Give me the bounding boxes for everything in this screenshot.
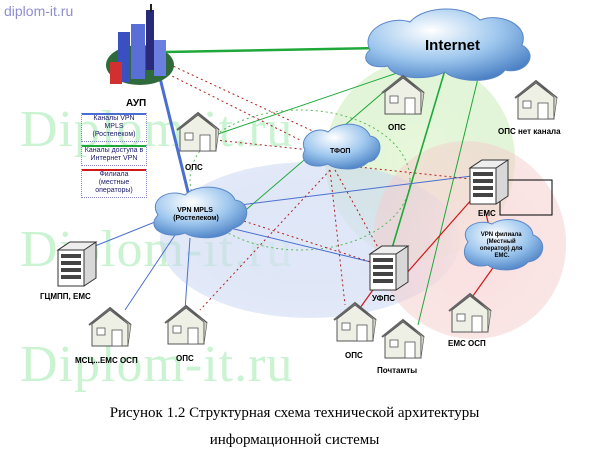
ops-bottom-center-label: ОПС — [345, 351, 363, 360]
watermark-text: Diplom-it.ru — [20, 101, 294, 158]
watermark-site: diplom-it.ru — [4, 3, 74, 19]
ops-left-label: ОПС — [185, 163, 203, 172]
ops-bottom-left-house-icon — [164, 305, 208, 345]
vpn-branch-cloud-icon — [463, 219, 543, 271]
ems-server-icon — [469, 159, 509, 205]
legend-item: Филиала (местные операторы) — [81, 169, 147, 198]
legend-label: Филиала (местные операторы) — [95, 171, 133, 194]
msc-ems-osp-label: МСЦ...ЕМС ОСП — [75, 356, 138, 365]
ems-osp-label: ЕМС ОСП — [448, 339, 486, 348]
ems-label: ЕМС — [478, 209, 496, 218]
caption-line-1: Рисунок 1.2 Структурная схема техническо… — [109, 405, 480, 421]
ops-no-channel-label: ОПС нет канала — [498, 127, 561, 136]
legend-label: Каналы доступа в Интернет VPN — [84, 147, 144, 162]
legend-item: Каналы доступа в Интернет VPN — [81, 145, 147, 166]
aup-label: АУП — [126, 98, 146, 109]
ufps-label: УФПС — [372, 294, 395, 303]
legend-swatch — [82, 113, 146, 115]
caption-line-2: информационной системы — [209, 432, 380, 448]
vpn-mpls-cloud-icon — [153, 186, 248, 239]
aup-building-icon — [106, 4, 174, 85]
tfop-cloud-icon — [302, 123, 381, 170]
legend-item: Каналы VPN MPLS (Ростелеком) — [81, 113, 147, 142]
post-office-label: Почтамты — [377, 366, 417, 375]
ops-no-channel-house-icon — [514, 80, 558, 120]
legend-swatch — [82, 145, 146, 147]
internet-label: Internet — [425, 37, 480, 54]
vpn-mpls-label: VPN MPLS (Ростелеком) — [173, 207, 219, 222]
vpn-branch-label: VPN филиала (Местный оператор) для ЕМС. — [480, 231, 524, 259]
connections — [89, 46, 553, 326]
post-office-house-icon — [381, 319, 425, 359]
ufps-server-icon — [369, 245, 409, 291]
ops-bottom-left-label: ОПС — [176, 354, 194, 363]
legend-label: Каналы VPN MPLS (Ростелеком) — [92, 115, 136, 138]
tfop-label: ТФОП — [330, 148, 350, 155]
ops-top-label: ОПС — [388, 123, 406, 132]
gcmpp-server-icon — [57, 241, 97, 287]
legend: Каналы VPN MPLS (Ростелеком) Каналы дост… — [81, 113, 147, 201]
msc-house-icon — [88, 307, 132, 347]
internet-zone-outline — [189, 109, 411, 251]
legend-swatch — [82, 169, 146, 171]
ops-left-house-icon — [176, 112, 220, 152]
watermark-text: Diplom-it.ru — [20, 336, 294, 393]
internet-cloud-icon — [365, 8, 531, 81]
gcmpp-label: ГЦМПП, ЕМС — [40, 292, 91, 301]
